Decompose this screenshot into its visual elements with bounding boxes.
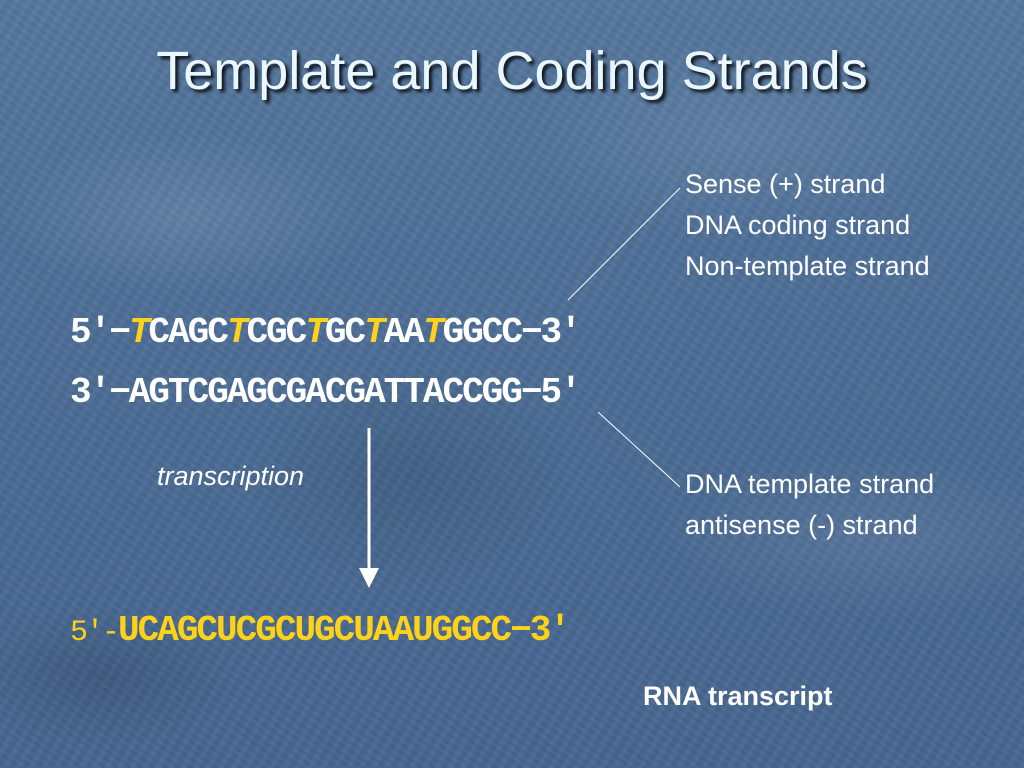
highlighted-base: T: [305, 312, 327, 353]
sequence-segment: AA: [383, 312, 425, 353]
rna-sequence: UCAGCUCGCUGCUAAUGGCC−3′: [118, 610, 571, 651]
coding-strand-sequence: 5′−TCAGCTCGCTGCTAATGGCC−3′: [70, 312, 582, 353]
sequence-segment: GC: [324, 312, 366, 353]
rna-prefix: 5′-: [70, 616, 120, 650]
sense-label-line: Sense (+) strand: [685, 169, 886, 199]
sequence-segment: CGC: [246, 312, 307, 353]
highlighted-base: T: [128, 312, 151, 353]
sequence-segment: 5′−: [70, 312, 131, 353]
sense-label-line: DNA coding strand: [685, 210, 911, 240]
rna-transcript-sequence: 5′-UCAGCUCGCUGCUAAUGGCC−3′: [70, 610, 571, 651]
rna-transcript-label: RNA transcript: [643, 681, 833, 711]
highlighted-base: T: [422, 312, 445, 353]
template-strand-sequence: 3′−AGTCGAGCGACGATTACCGG−5′: [70, 372, 582, 413]
highlighted-base: T: [226, 312, 249, 353]
slide-title: Template and Coding Strands: [156, 41, 868, 101]
transcription-label: transcription: [157, 461, 305, 491]
highlighted-base: T: [364, 312, 386, 353]
template-label-line: DNA template strand: [685, 469, 935, 499]
template-label-line: antisense (-) strand: [685, 510, 918, 540]
template-strand-label: DNA template strand antisense (-) strand: [685, 464, 934, 546]
template-pointer-line: [597, 411, 681, 488]
sequence-segment: CAGC: [148, 312, 228, 353]
transcription-arrow-head: [359, 568, 379, 588]
sense-label-line: Non-template strand: [685, 251, 930, 281]
sense-strand-label: Sense (+) strand DNA coding strand Non-t…: [685, 164, 930, 287]
sequence-segment: GGCC−3′: [442, 312, 582, 353]
sense-pointer-line: [567, 187, 681, 301]
